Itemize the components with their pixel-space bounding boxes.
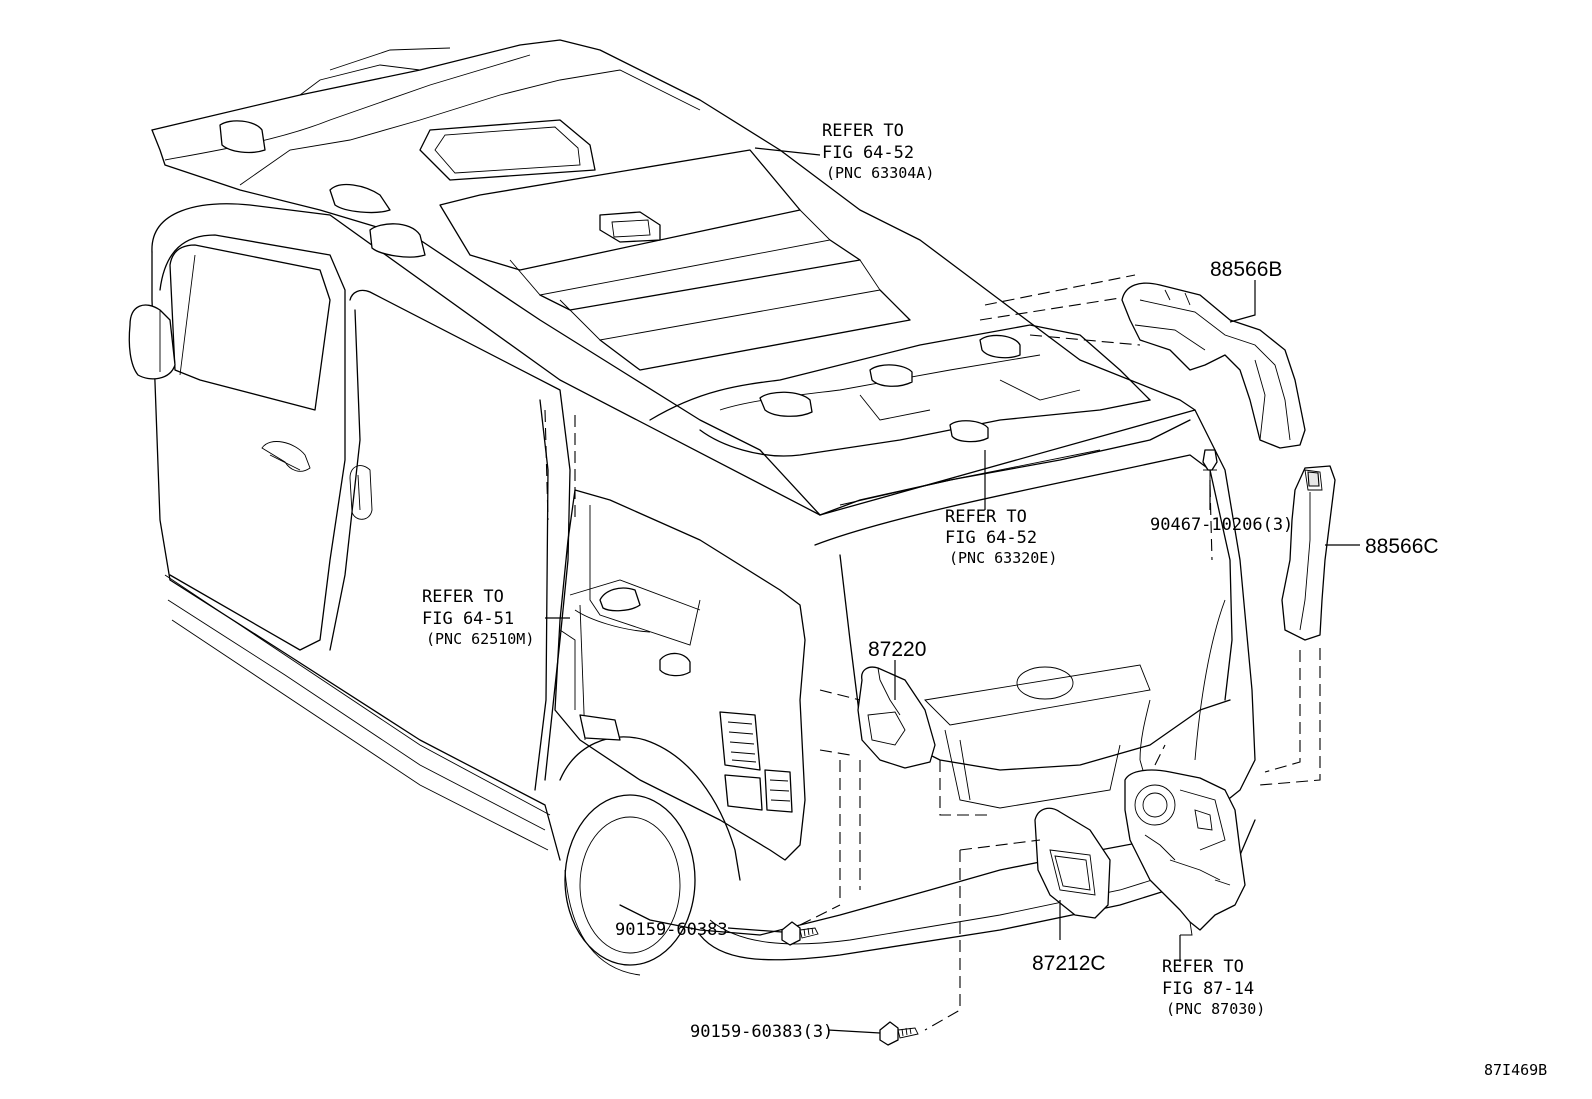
part-label-bolt-qty: 90159-60383(3) (690, 1022, 833, 1042)
gasket-87212c (1034, 807, 1111, 919)
bolt-icon-2 (879, 1021, 919, 1046)
ref-line-2: FIG 64-52 (822, 143, 914, 163)
ref-roof-front: REFER TO FIG 64-52 (PNC 63304A) (822, 121, 934, 182)
bolt-icon (781, 921, 819, 946)
diagram-code: 87I469B (1484, 1061, 1547, 1079)
ref-side-trim: REFER TO FIG 64-51 (PNC 62510M) (422, 587, 534, 648)
ref-line-3: (PNC 62510M) (426, 630, 534, 648)
part-label-clip: 90467-10206(3) (1150, 515, 1293, 535)
ref-line-2: FIG 64-51 (422, 609, 514, 629)
rear-heater-unit (1124, 769, 1246, 936)
part-label-87220: 87220 (868, 638, 926, 661)
assembly-lines (544, 274, 1321, 1031)
clip-icon (1202, 449, 1218, 485)
ref-line-2: FIG 64-52 (945, 528, 1037, 548)
ref-line-2: FIG 87-14 (1162, 979, 1254, 999)
part-label-88566c: 88566C (1365, 535, 1439, 558)
van-body (128, 203, 1256, 976)
duct-87220 (857, 666, 936, 769)
rear-quarter-trim (554, 489, 806, 861)
ref-line-1: REFER TO (422, 587, 504, 607)
rear-gate (814, 454, 1233, 831)
duct-88566c (1281, 465, 1336, 641)
ref-line-3: (PNC 63320E) (949, 549, 1057, 567)
roof-headliner (151, 39, 1196, 516)
ref-line-1: REFER TO (822, 121, 904, 141)
part-label-88566b: 88566B (1210, 258, 1282, 281)
part-label-87212c: 87212C (1032, 952, 1106, 975)
ref-heater: REFER TO FIG 87-14 (PNC 87030) (1162, 957, 1265, 1018)
ref-roof-rear: REFER TO FIG 64-52 (PNC 63320E) (945, 507, 1057, 567)
leader-lines (545, 147, 1360, 1034)
ref-line-1: REFER TO (945, 507, 1027, 527)
ref-line-3: (PNC 87030) (1166, 1000, 1265, 1018)
ref-line-1: REFER TO (1162, 957, 1244, 977)
part-label-bolt: 90159-60383 (615, 920, 728, 940)
duct-88566b (1121, 282, 1306, 449)
ref-line-3: (PNC 63304A) (826, 164, 934, 182)
